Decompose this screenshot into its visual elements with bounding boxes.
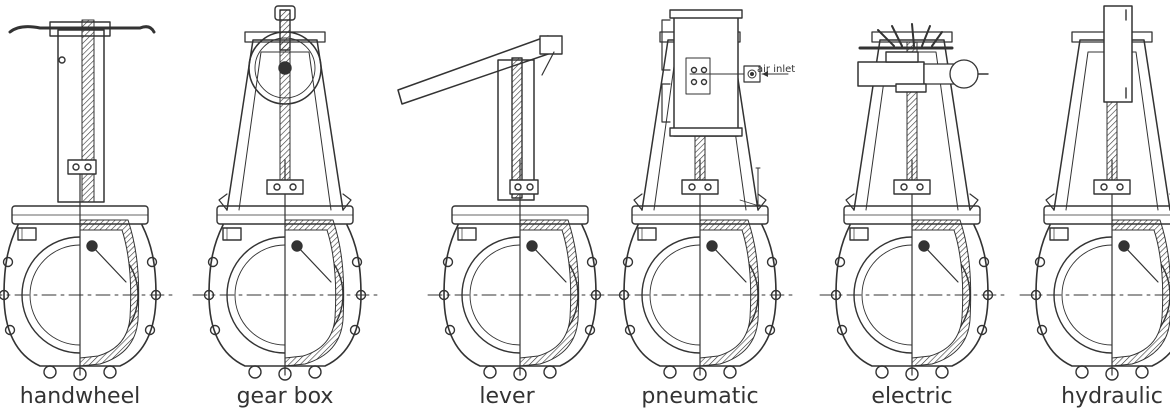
actuator-pneumatic bbox=[607, 9, 793, 381]
actuator-electric bbox=[819, 23, 1005, 381]
actuator-lever bbox=[397, 35, 613, 381]
label-handwheel: handwheel bbox=[19, 384, 141, 409]
air-inlet-label: air inlet bbox=[757, 64, 795, 75]
label-electric: electric bbox=[871, 384, 953, 409]
label-lever: lever bbox=[479, 384, 535, 409]
label-pneumatic: pneumatic bbox=[641, 384, 759, 409]
label-hydraulic: hydraulic bbox=[1061, 384, 1163, 409]
actuator-hydraulic bbox=[1019, 5, 1170, 381]
actuator-handwheel bbox=[0, 19, 173, 381]
actuator-gearbox bbox=[192, 5, 378, 381]
label-gearbox: gear box bbox=[236, 384, 334, 409]
